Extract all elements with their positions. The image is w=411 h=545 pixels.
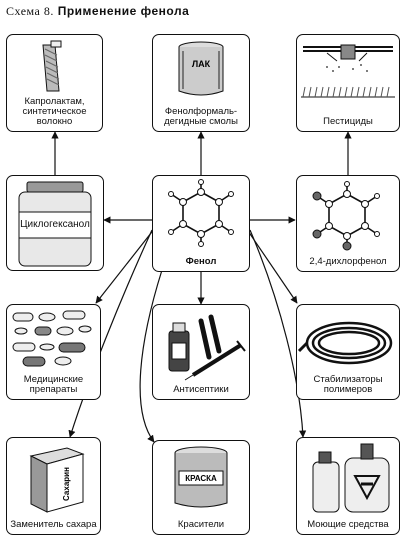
- lacquer-can-icon: ЛАК: [178, 41, 224, 96]
- can-lacquer-label: ЛАК: [192, 59, 211, 69]
- node-resins: ЛАК Фенолформаль-дегидные смолы: [152, 34, 250, 132]
- medicines-label: Медицинские препараты: [23, 374, 84, 395]
- node-pesticides: Пестициды: [296, 34, 400, 132]
- node-dyes: КРАСКА Красители: [152, 440, 250, 535]
- paint-can-icon: КРАСКА: [174, 446, 228, 508]
- can-paint-label: КРАСКА: [185, 474, 217, 483]
- resins-label: Фенолформаль-дегидные смолы: [164, 106, 238, 127]
- scheme-number: Схема 8.: [6, 4, 54, 18]
- arrow-to-dyes: [139, 269, 163, 443]
- arrow-to-sweetener: [68, 229, 153, 438]
- stabilizers-label: Стабилизаторы полимеров: [313, 374, 383, 395]
- hose-coil-icon: [297, 321, 393, 365]
- node-stabilizers: Стабилизаторы полимеров: [296, 304, 400, 400]
- jar-icon: [18, 181, 92, 267]
- node-cyclohexanol: Циклогексанол: [6, 175, 104, 271]
- node-medicines: Медицинские препараты: [6, 304, 101, 400]
- dichlorophenol-label: 2,4-дихлорфенол: [309, 256, 387, 267]
- caprolactam-label: Капролактам, синтетическое волокно: [22, 96, 87, 127]
- antiseptics-label: Антисептики: [173, 384, 229, 395]
- node-phenol: Фенол: [152, 175, 250, 272]
- sweetener-label: Заменитель сахара: [10, 519, 97, 530]
- phenol-label: Фенол: [185, 256, 217, 267]
- syringe-vials-icon: [168, 314, 246, 381]
- phenol-molecule-icon: [168, 179, 234, 247]
- dyes-label: Красители: [177, 519, 225, 530]
- sugar-box-icon: Сахарин: [29, 447, 85, 513]
- node-sweetener: Сахарин Заменитель сахара: [6, 437, 101, 535]
- node-caprolactam: Капролактам, синтетическое волокно: [6, 34, 103, 132]
- arrow-to-medicines: [95, 227, 156, 304]
- fiber-spool-icon: [42, 40, 62, 92]
- node-antiseptics: Антисептики: [152, 304, 250, 400]
- dichlorophenol-molecule-icon: [312, 181, 380, 251]
- arrow-to-detergents: [249, 229, 307, 438]
- cyclohexanol-label: Циклогексанол: [20, 219, 90, 230]
- pesticides-label: Пестициды: [323, 116, 373, 127]
- node-dichlorophenol: 2,4-дихлорфенол: [296, 175, 400, 272]
- box-saccharin-label: Сахарин: [62, 467, 71, 501]
- detergent-bottles-icon: [312, 443, 390, 513]
- scheme-name: Применение фенола: [57, 4, 190, 18]
- scheme-title: Схема 8. Применение фенола: [6, 4, 189, 19]
- detergents-label: Моющие средства: [307, 519, 389, 530]
- pills-icon: [12, 310, 92, 367]
- crop-duster-plane-icon: [301, 44, 395, 98]
- node-detergents: Моющие средства: [296, 437, 400, 535]
